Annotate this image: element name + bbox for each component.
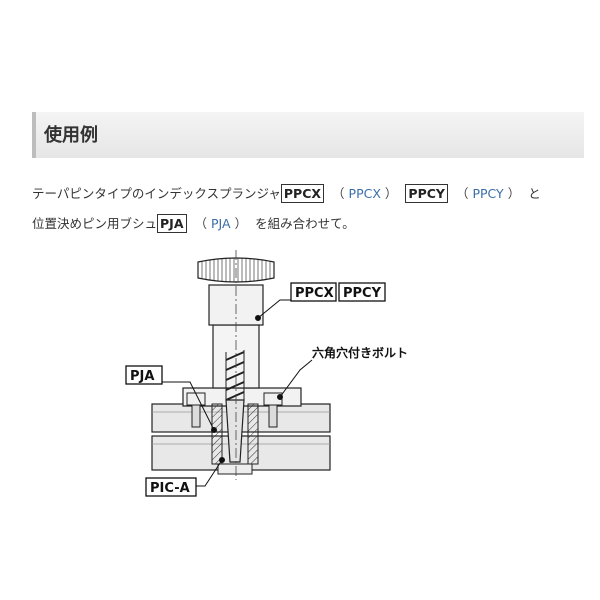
ppcx-code-box: PPCX: [280, 184, 325, 203]
bolt-shank: [268, 404, 278, 428]
section-header: 使用例: [32, 112, 584, 158]
label-ppcx: PPCX: [295, 286, 334, 301]
line2-suffix: を組み合わせて。: [255, 216, 355, 231]
label-pja-box: PJA: [125, 365, 163, 385]
label-pica-box: PIC-A: [145, 477, 197, 497]
section-title: 使用例: [44, 125, 98, 146]
ppcy-link[interactable]: PPCY: [472, 186, 504, 201]
paren-open: （: [332, 186, 345, 201]
label-bolt: 六角穴付きボルト: [312, 345, 408, 360]
leader-lines: [162, 299, 313, 487]
ppcy-code-box: PPCY: [405, 184, 448, 203]
bushing-wall-right: [247, 403, 259, 465]
line1-suffix: と: [528, 186, 541, 201]
leader-bolt: [279, 359, 313, 398]
paren-close: ）: [234, 216, 248, 231]
taper-pin: [225, 399, 245, 463]
line1-prefix: テーパピンタイプのインデックスプランジャ: [32, 186, 281, 201]
spring: [225, 350, 245, 402]
paren-close: ）: [384, 186, 398, 201]
leader-ppcx: [257, 299, 292, 319]
pja-code-box: PJA: [157, 214, 187, 233]
label-ppcx-box: PPCX: [290, 282, 337, 302]
label-ppcy: PPCY: [343, 286, 382, 301]
paren-open: （: [455, 186, 469, 201]
ppcx-link[interactable]: PPCX: [348, 186, 381, 201]
leader-dot: [255, 315, 261, 321]
label-pica: PIC-A: [150, 481, 190, 496]
pin-tip-bushing: [217, 463, 253, 475]
leader-dot: [277, 394, 283, 400]
label-ppcy-box: PPCY: [338, 282, 386, 302]
line2-prefix: 位置決めピン用ブシュ: [32, 216, 158, 231]
paren-close: ）: [507, 186, 521, 201]
pja-link[interactable]: PJA: [211, 216, 231, 231]
leader-dot: [211, 427, 217, 433]
leader-dot: [219, 457, 225, 463]
paren-open: （: [194, 216, 208, 231]
bushing-wall-left: [211, 403, 223, 465]
bolt-shank: [191, 404, 201, 428]
leader-pja: [162, 381, 215, 431]
label-pja: PJA: [130, 369, 154, 384]
